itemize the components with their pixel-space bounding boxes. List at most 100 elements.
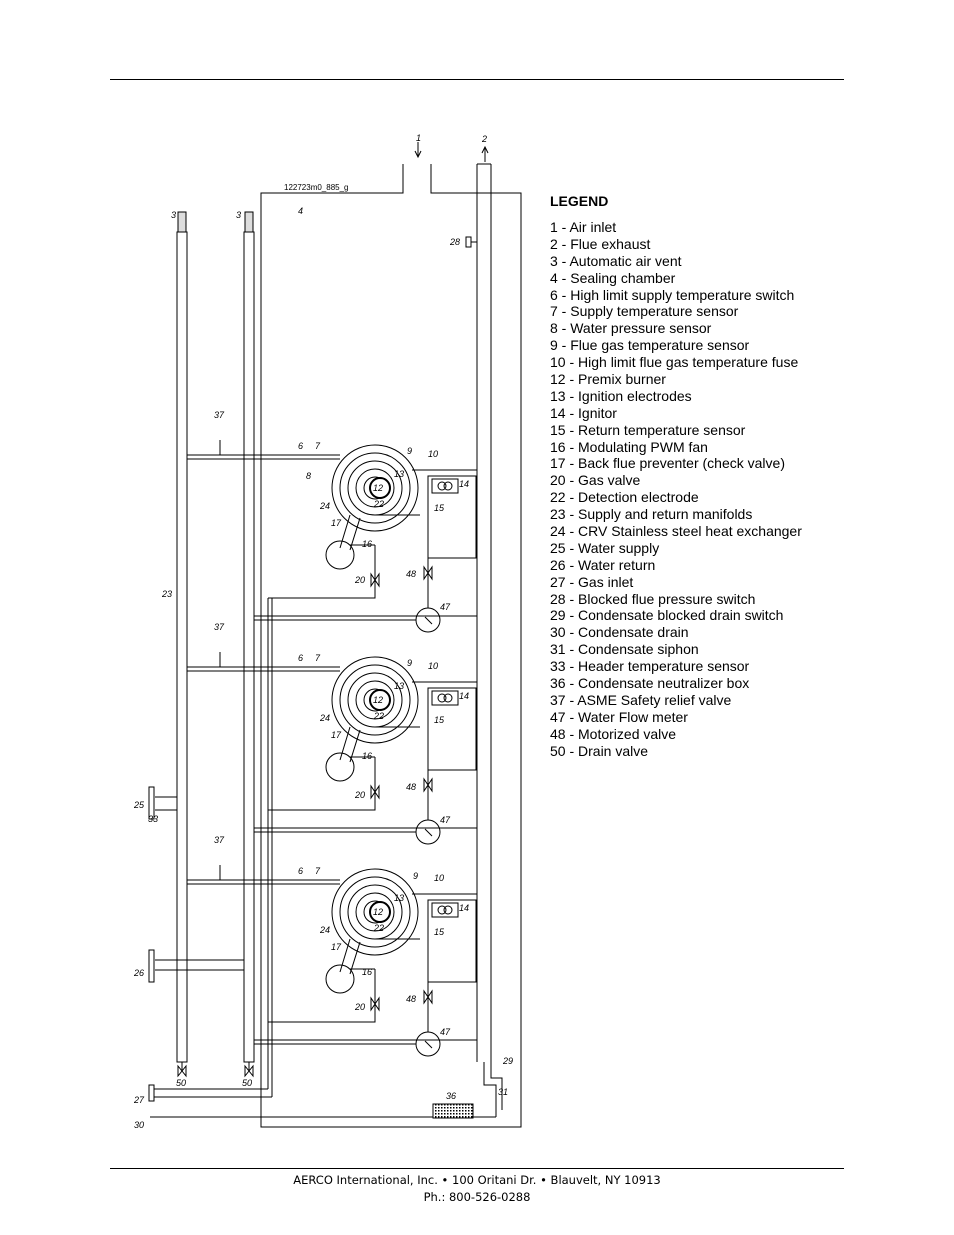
label-fan-3: 16 [362,967,372,977]
label-ignitor-3: 14 [459,903,469,913]
label-flow-meter-1: 47 [440,602,451,612]
legend-item: 7 - Supply temperature sensor [550,303,739,320]
legend-item: 50 - Drain valve [550,742,649,759]
label-detection-2: 22 [373,711,384,721]
legend-item: 47 - Water Flow meter [550,708,688,725]
header-rule [110,79,844,80]
footer: AERCO International, Inc. • 100 Oritani … [0,1172,954,1206]
legend-item: 20 - Gas valve [550,472,641,489]
label-ignition-3: 13 [394,893,404,903]
label-high-limit-switch-3: 6 [298,866,303,876]
legend: LEGEND 1 - Air inlet 2 - Flue exhaust 3 … [550,193,850,760]
legend-item: 26 - Water return [550,556,656,573]
legend-item: 33 - Header temperature sensor [550,658,750,675]
legend-title: LEGEND [550,193,609,209]
label-gas-valve-2: 20 [354,790,365,800]
legend-item: 1 - Air inlet [550,219,617,235]
label-supply-sensor-1: 7 [315,441,321,451]
drawing-code: 122723m0_885_g [284,183,349,192]
legend-item: 10 - High limit flue gas temperature fus… [550,354,799,371]
label-flow-meter-2: 47 [440,815,451,825]
label-ignition-2: 13 [394,681,404,691]
label-detection-1: 22 [373,499,384,509]
label-ignition-1: 13 [394,469,404,479]
label-gas-inlet: 27 [133,1095,145,1105]
legend-item: 17 - Back flue preventer (check valve) [550,455,785,472]
label-check-valve-1: 17 [331,518,342,528]
label-condensate-drain: 30 [134,1120,144,1130]
label-heat-exchanger-3: 24 [319,925,330,935]
label-flue-sensor-1: 9 [407,446,412,456]
legend-item: 25 - Water supply [550,539,660,556]
label-gas-valve-3: 20 [354,1002,365,1012]
label-relief-valve-1: 37 [214,410,225,420]
legend-item: 13 - Ignition electrodes [550,387,692,404]
label-drain-switch: 29 [502,1056,513,1066]
return-manifold [243,231,255,1063]
heat-module-2 [187,652,477,845]
label-motorized-valve-3: 48 [406,994,416,1004]
legend-item: 22 - Detection electrode [550,489,699,506]
label-ignitor-2: 14 [459,691,469,701]
legend-list: 1 - Air inlet 2 - Flue exhaust 3 - Autom… [550,219,850,760]
label-return-sensor-3: 15 [434,927,445,937]
label-neutralizer: 36 [446,1091,456,1101]
legend-item: 28 - Blocked flue pressure switch [550,590,756,607]
label-flue-sensor-2: 9 [407,658,412,668]
legend-item: 23 - Supply and return manifolds [550,506,753,523]
legend-item: 3 - Automatic air vent [550,252,682,269]
legend-item: 16 - Modulating PWM fan [550,438,708,455]
legend-item: 31 - Condensate siphon [550,641,699,658]
label-return-sensor-1: 15 [434,503,445,513]
label-water-return: 26 [133,968,144,978]
label-air-vent-supply: 3 [171,210,176,220]
label-gas-valve-1: 20 [354,575,365,585]
legend-item: 37 - ASME Safety relief valve [550,691,732,708]
sealing-chamber-outline [260,164,522,1128]
legend-item: 8 - Water pressure sensor [550,320,712,337]
label-relief-valve-3: 37 [214,835,225,845]
legend-item: 30 - Condensate drain [550,624,689,641]
label-fan-1: 16 [362,539,372,549]
label-drain-valve-return: 50 [242,1078,252,1088]
label-flue-fuse-2: 10 [428,661,438,671]
label-manifolds: 23 [161,589,172,599]
neutralizer-box [432,1103,474,1119]
label-heat-exchanger-2: 24 [319,713,330,723]
label-flue-fuse-1: 10 [428,449,438,459]
label-flue-switch: 28 [449,237,460,247]
legend-item: 14 - Ignitor [550,404,617,421]
label-header-sensor: 33 [148,814,158,824]
label-check-valve-2: 17 [331,730,342,740]
footer-rule [110,1168,844,1169]
label-burner-3: 12 [373,907,383,917]
legend-item: 27 - Gas inlet [550,573,634,590]
label-flue-fuse-3: 10 [434,873,444,883]
label-water-supply: 25 [133,800,145,810]
legend-item: 6 - High limit supply temperature switch [550,286,795,303]
label-fan-2: 16 [362,751,372,761]
label-pressure-sensor-1: 8 [306,471,311,481]
label-check-valve-3: 17 [331,942,342,952]
label-detection-3: 22 [373,923,384,933]
legend-item: 2 - Flue exhaust [550,235,651,252]
footer-phone: Ph.: 800-526-0288 [423,1190,531,1204]
label-high-limit-switch-2: 6 [298,653,303,663]
label-sealing-chamber: 4 [298,206,303,216]
label-siphon: 31 [498,1087,508,1097]
label-high-limit-switch-1: 6 [298,441,303,451]
label-heat-exchanger-1: 24 [319,501,330,511]
label-supply-sensor-3: 7 [315,866,321,876]
legend-item: 15 - Return temperature sensor [550,421,746,438]
label-motorized-valve-1: 48 [406,569,416,579]
label-flue-exhaust: 2 [481,134,487,144]
label-drain-valve-supply: 50 [176,1078,186,1088]
legend-item: 29 - Condensate blocked drain switch [550,607,784,624]
legend-item: 24 - CRV Stainless steel heat exchanger [550,523,802,540]
label-burner-2: 12 [373,695,383,705]
label-relief-valve-2: 37 [214,622,225,632]
label-air-inlet: 1 [416,133,421,143]
legend-item: 36 - Condensate neutralizer box [550,675,750,692]
label-supply-sensor-2: 7 [315,653,321,663]
